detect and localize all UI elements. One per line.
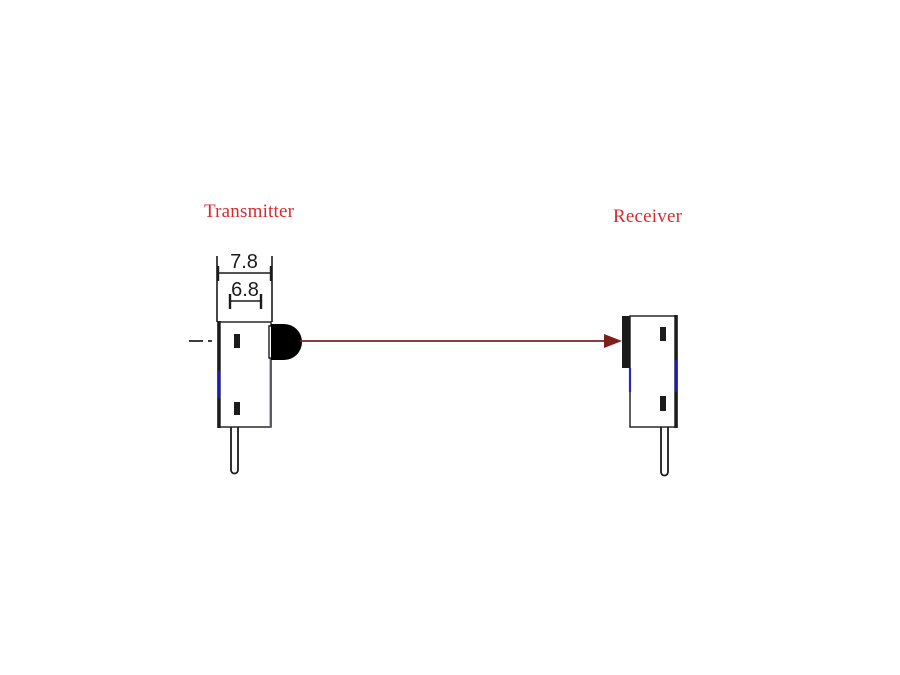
receiver-label: Receiver (613, 206, 683, 227)
transmitter-sensor (189, 321, 302, 475)
transmitter-lens-base (271, 324, 280, 360)
transmitter-dome-lens (276, 324, 302, 360)
receiver-lower-slot (660, 396, 666, 411)
receiver-cable (660, 427, 669, 477)
receiver-sensor (622, 315, 678, 477)
dim-7-8-text: 7.8 (230, 251, 258, 273)
transmitter-upper-slot (234, 334, 240, 348)
receiver-window-strip (622, 316, 630, 368)
transmitter-label: Transmitter (204, 201, 295, 222)
dim-6-8-text: 6.8 (231, 279, 259, 301)
transmitter-body (217, 321, 272, 428)
receiver-upper-slot (660, 327, 666, 341)
transmitter-lower-slot (234, 402, 240, 415)
transmitter-cable (230, 427, 239, 475)
infrared-beam (300, 334, 622, 348)
dimension-group: 7.8 6.8 (216, 251, 273, 322)
beam-arrowhead (604, 334, 622, 348)
receiver-body (629, 315, 678, 428)
